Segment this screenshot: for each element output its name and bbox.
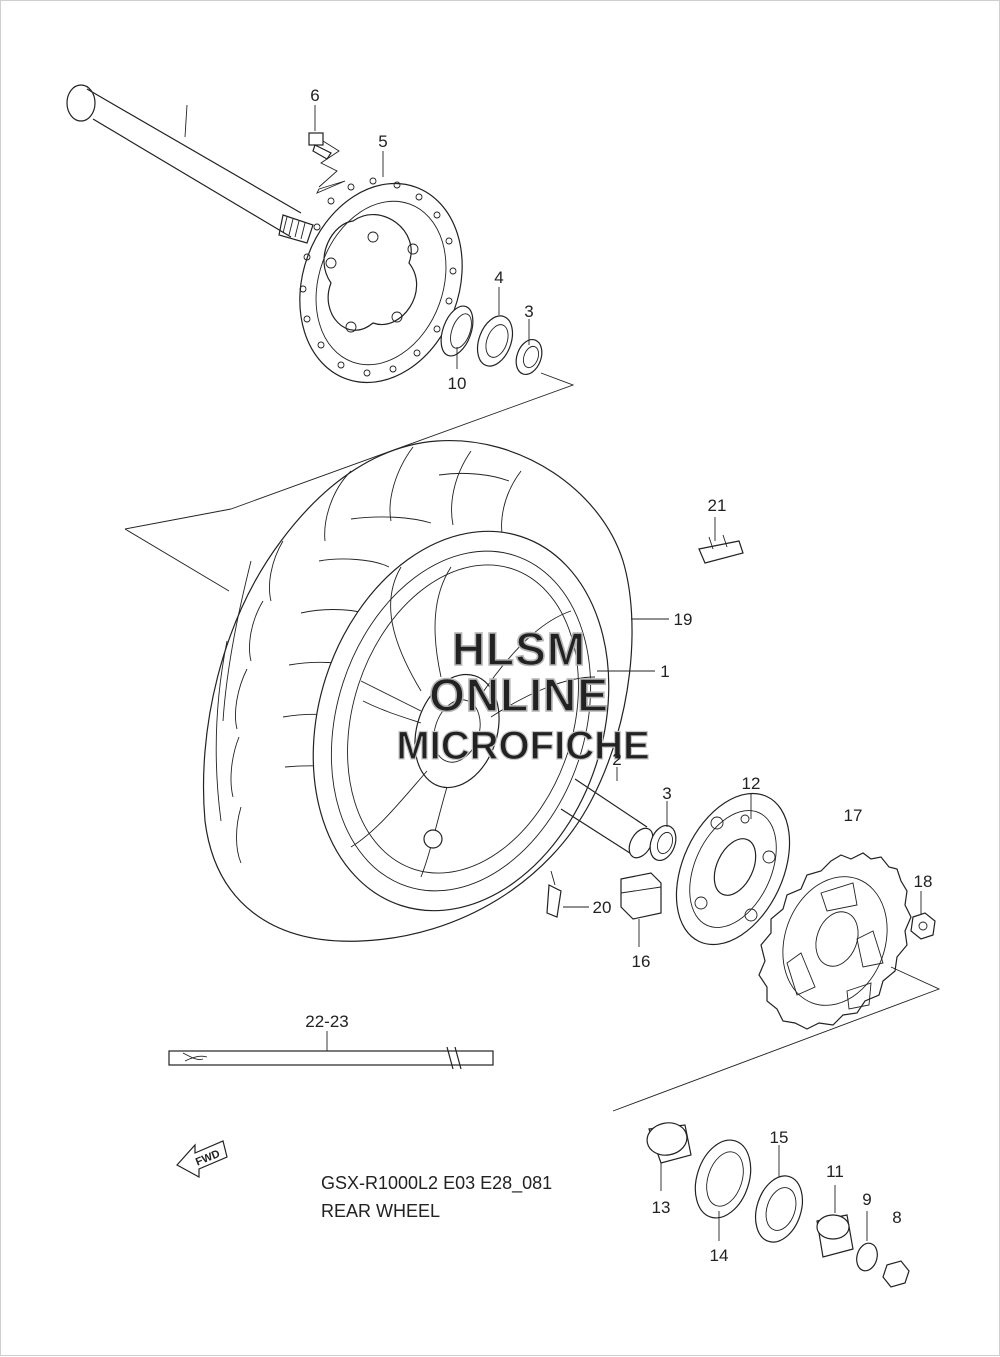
callout-11: 11 [826,1162,844,1181]
callout-9: 9 [862,1190,871,1209]
fwd-arrow-icon [176,1140,228,1179]
callout-22-23: 22-23 [305,1012,348,1031]
washer-bottom [856,1242,878,1272]
callouts: 6 5 4 3 10 21 19 1 2 3 12 17 18 20 16 22… [305,86,932,1265]
watermark-line-1: HLSM [452,623,586,675]
callout-8: 8 [892,1208,901,1227]
balance-weight [698,534,744,564]
callout-18: 18 [914,872,933,891]
oil-seal-top [515,338,543,376]
callout-20: 20 [593,898,612,917]
callout-2: 2 [612,750,621,769]
sprocket-mounting-drum [675,792,791,946]
callout-17: 17 [844,806,863,825]
nut-bottom [882,1260,910,1288]
disc-bolt [308,132,340,188]
sprocket-nut [910,912,936,940]
spacer-top [440,305,474,357]
callout-14: 14 [710,1246,729,1265]
watermark-line-3: MICROFICHE [396,724,649,768]
collar-bottom [816,1214,854,1258]
rear-brake-disc [299,177,463,384]
callout-5: 5 [378,132,387,151]
callout-19: 19 [674,610,693,629]
watermark: HLSM ONLINE MICROFICHE [396,622,651,768]
model-code-caption: GSX-R1000L2 E03 E28_081 [321,1173,552,1194]
bearing-top [476,315,514,367]
callout-10: 10 [448,374,467,393]
callout-3-hub: 3 [662,784,671,803]
callout-13: 13 [652,1198,671,1217]
callout-21: 21 [708,496,727,515]
callout-4: 4 [494,268,503,287]
callout-15: 15 [770,1128,789,1147]
oil-seal-bottom [754,1175,804,1243]
cush-drive-damper [620,872,662,920]
tire-valve [546,870,562,918]
callout-1: 1 [660,662,669,681]
rim-stripe-tape [168,1046,494,1070]
callout-3-top: 3 [524,302,533,321]
leader-lines [314,105,922,1241]
rear-sprocket [758,852,912,1030]
rear-wheel-rim [312,530,610,912]
rear-axle-shaft [66,84,314,244]
oil-seal-hub [649,824,677,862]
watermark-line-2: ONLINE [429,669,609,721]
spacer-bottom [646,1122,692,1164]
bearing-bottom [694,1139,752,1219]
callout-12: 12 [742,774,761,793]
section-title-caption: REAR WHEEL [321,1201,440,1221]
callout-16: 16 [632,952,651,971]
callout-6: 6 [310,86,319,105]
